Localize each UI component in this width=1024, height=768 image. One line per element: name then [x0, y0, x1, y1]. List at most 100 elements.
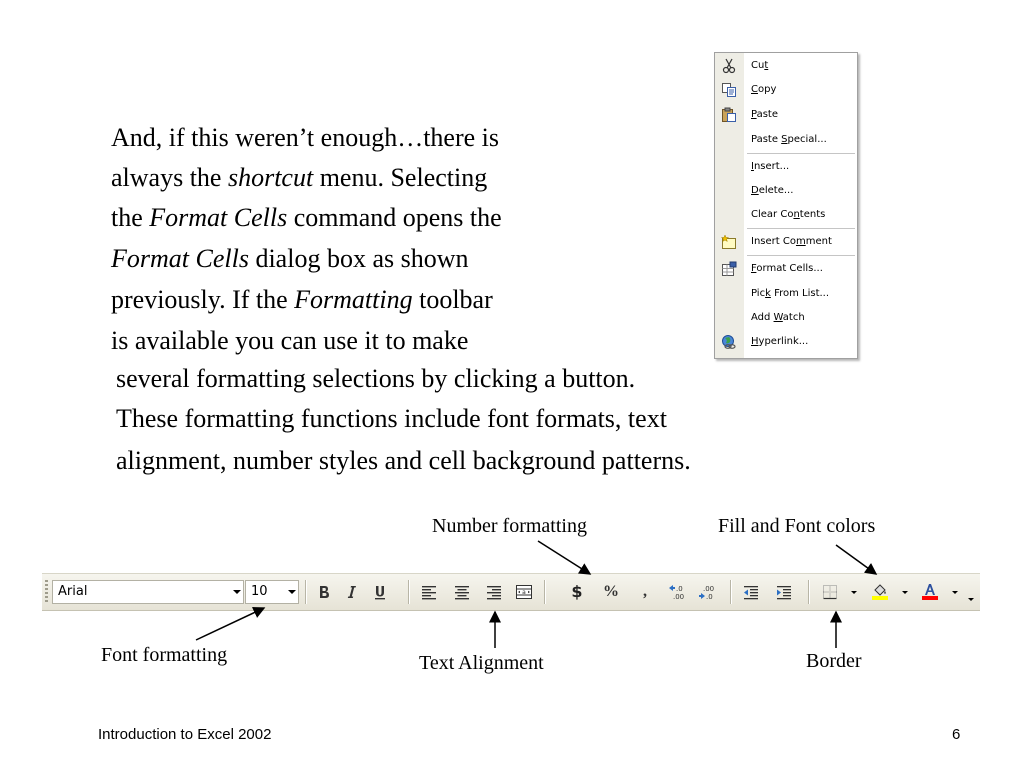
- arrow-number-formatting: [537, 540, 592, 575]
- align-right-button[interactable]: [482, 580, 506, 604]
- menu-item-insert-comment[interactable]: Insert Comment: [715, 231, 857, 253]
- toolbar-grip-handle[interactable]: [45, 580, 48, 604]
- font-size-value: 10: [251, 584, 268, 599]
- bold-button[interactable]: [312, 580, 336, 604]
- emphasis-format-cells: Format Cells: [149, 203, 288, 232]
- align-left-icon: [422, 586, 436, 600]
- currency-style-button[interactable]: $: [565, 580, 589, 604]
- menu-item-format-cells[interactable]: Format Cells...: [715, 258, 857, 280]
- font-color-a-icon: [925, 584, 935, 595]
- accelerator-key: S: [781, 134, 788, 145]
- arrow-fill-font-colors: [835, 544, 878, 575]
- label-text: aste: [756, 109, 779, 120]
- italic-button[interactable]: [340, 580, 364, 604]
- label-text: pecial...: [787, 134, 827, 145]
- svg-text:.00: .00: [703, 585, 714, 593]
- menu-item-label: Paste: [751, 108, 778, 121]
- menu-item-label: Format Cells...: [751, 262, 823, 275]
- text-run: toolbar: [412, 285, 493, 314]
- emphasis-formatting: Formatting: [294, 285, 413, 314]
- menu-icon-gutter: [715, 53, 744, 358]
- menu-item-insert[interactable]: Insert...: [715, 156, 857, 178]
- accelerator-key: C: [751, 84, 758, 95]
- align-left-button[interactable]: [417, 580, 441, 604]
- menu-item-paste-special[interactable]: Paste Special...: [715, 129, 857, 151]
- paragraph-line-8: These formatting functions include font …: [116, 404, 667, 433]
- increase-indent-button[interactable]: [772, 580, 796, 604]
- text-run: the: [111, 203, 150, 232]
- fill-color-button[interactable]: [868, 580, 892, 604]
- label-text: atch: [782, 312, 805, 323]
- font-name-combo[interactable]: Arial: [52, 580, 244, 604]
- paste-icon: [721, 107, 737, 123]
- chevron-down-icon[interactable]: [233, 590, 241, 594]
- merge-and-center-button[interactable]: a: [512, 580, 536, 604]
- label-text: Pic: [751, 288, 766, 299]
- menu-item-paste[interactable]: Paste: [715, 104, 857, 126]
- paint-bucket-icon: [874, 584, 886, 596]
- underline-icon: [375, 586, 385, 600]
- menu-item-pick-from-list[interactable]: Pick From List...: [715, 283, 857, 305]
- percent-style-button[interactable]: %: [603, 583, 619, 600]
- menu-item-label: Clear Contents: [751, 208, 825, 221]
- menu-item-add-watch[interactable]: Add Watch: [715, 307, 857, 329]
- emphasis-format-cells: Format Cells: [111, 244, 249, 273]
- comma-style-button[interactable]: ,: [643, 583, 647, 600]
- italic-icon: [347, 586, 356, 598]
- menu-item-hyperlink[interactable]: Hyperlink...: [715, 331, 857, 353]
- accelerator-key: n: [793, 209, 800, 220]
- label-text: yperlink...: [758, 336, 809, 347]
- chevron-down-icon[interactable]: [952, 591, 958, 594]
- menu-item-label: Insert...: [751, 160, 789, 173]
- menu-item-delete[interactable]: Delete...: [715, 180, 857, 202]
- footer-title: Introduction to Excel 2002: [98, 726, 272, 743]
- paragraph-line-3: the Format Cells command opens the: [111, 203, 502, 233]
- menu-item-clear-contents[interactable]: Clear Contents: [715, 204, 857, 226]
- menu-item-label: Cut: [751, 59, 768, 72]
- toolbar-separator: [544, 580, 546, 604]
- text-run: dialog box as shown: [248, 244, 469, 273]
- increase-decimal-button[interactable]: .0.00: [666, 580, 690, 604]
- svg-text:a: a: [522, 589, 526, 596]
- callout-fill-font-colors: Fill and Font colors: [718, 515, 876, 537]
- accelerator-key: D: [751, 185, 759, 196]
- label-text: elete...: [758, 185, 794, 196]
- callout-border: Border: [806, 650, 862, 672]
- label-text: ment: [805, 236, 832, 247]
- align-right-icon: [487, 586, 501, 600]
- decrease-indent-icon: [744, 586, 758, 600]
- menu-separator: [747, 153, 855, 154]
- format-cells-icon: [721, 261, 737, 277]
- paragraph-line-7: several formatting selections by clickin…: [116, 364, 636, 393]
- font-size-combo[interactable]: 10: [245, 580, 299, 604]
- borders-button[interactable]: [818, 580, 842, 604]
- scissors-icon: [721, 58, 737, 74]
- chevron-down-icon[interactable]: [902, 591, 908, 594]
- label-text: Insert Co: [751, 236, 796, 247]
- menu-item-label: Hyperlink...: [751, 335, 808, 348]
- formatting-toolbar: Arial 10 a $ % , .0.00 .00.0: [42, 573, 980, 611]
- toolbar-options-chevron-icon[interactable]: [968, 598, 974, 601]
- svg-text:.0: .0: [706, 593, 713, 601]
- emphasis-shortcut: shortcut: [227, 163, 314, 192]
- chevron-down-icon[interactable]: [288, 590, 296, 594]
- menu-item-cut[interactable]: Cut: [715, 55, 857, 77]
- label-text: ormat Cells...: [756, 263, 823, 274]
- decrease-decimal-button[interactable]: .00.0: [696, 580, 720, 604]
- svg-text:.00: .00: [673, 593, 684, 601]
- font-color-button[interactable]: [918, 580, 942, 604]
- paragraph-line-1: And, if this weren’t enough…there is: [111, 123, 499, 152]
- text-run: always the: [111, 163, 228, 192]
- underline-button[interactable]: [368, 580, 392, 604]
- callout-text-alignment: Text Alignment: [419, 652, 544, 674]
- accelerator-key: H: [751, 336, 759, 347]
- label-text: opy: [757, 84, 777, 95]
- chevron-down-icon[interactable]: [851, 591, 857, 594]
- menu-item-copy[interactable]: Copy: [715, 79, 857, 101]
- decrease-indent-button[interactable]: [739, 580, 763, 604]
- paragraph-line-6: is available you can use it to make: [111, 326, 469, 355]
- svg-text:.0: .0: [676, 585, 683, 593]
- text-run: command opens the: [287, 203, 502, 232]
- align-center-button[interactable]: [450, 580, 474, 604]
- accelerator-key: k: [765, 288, 771, 299]
